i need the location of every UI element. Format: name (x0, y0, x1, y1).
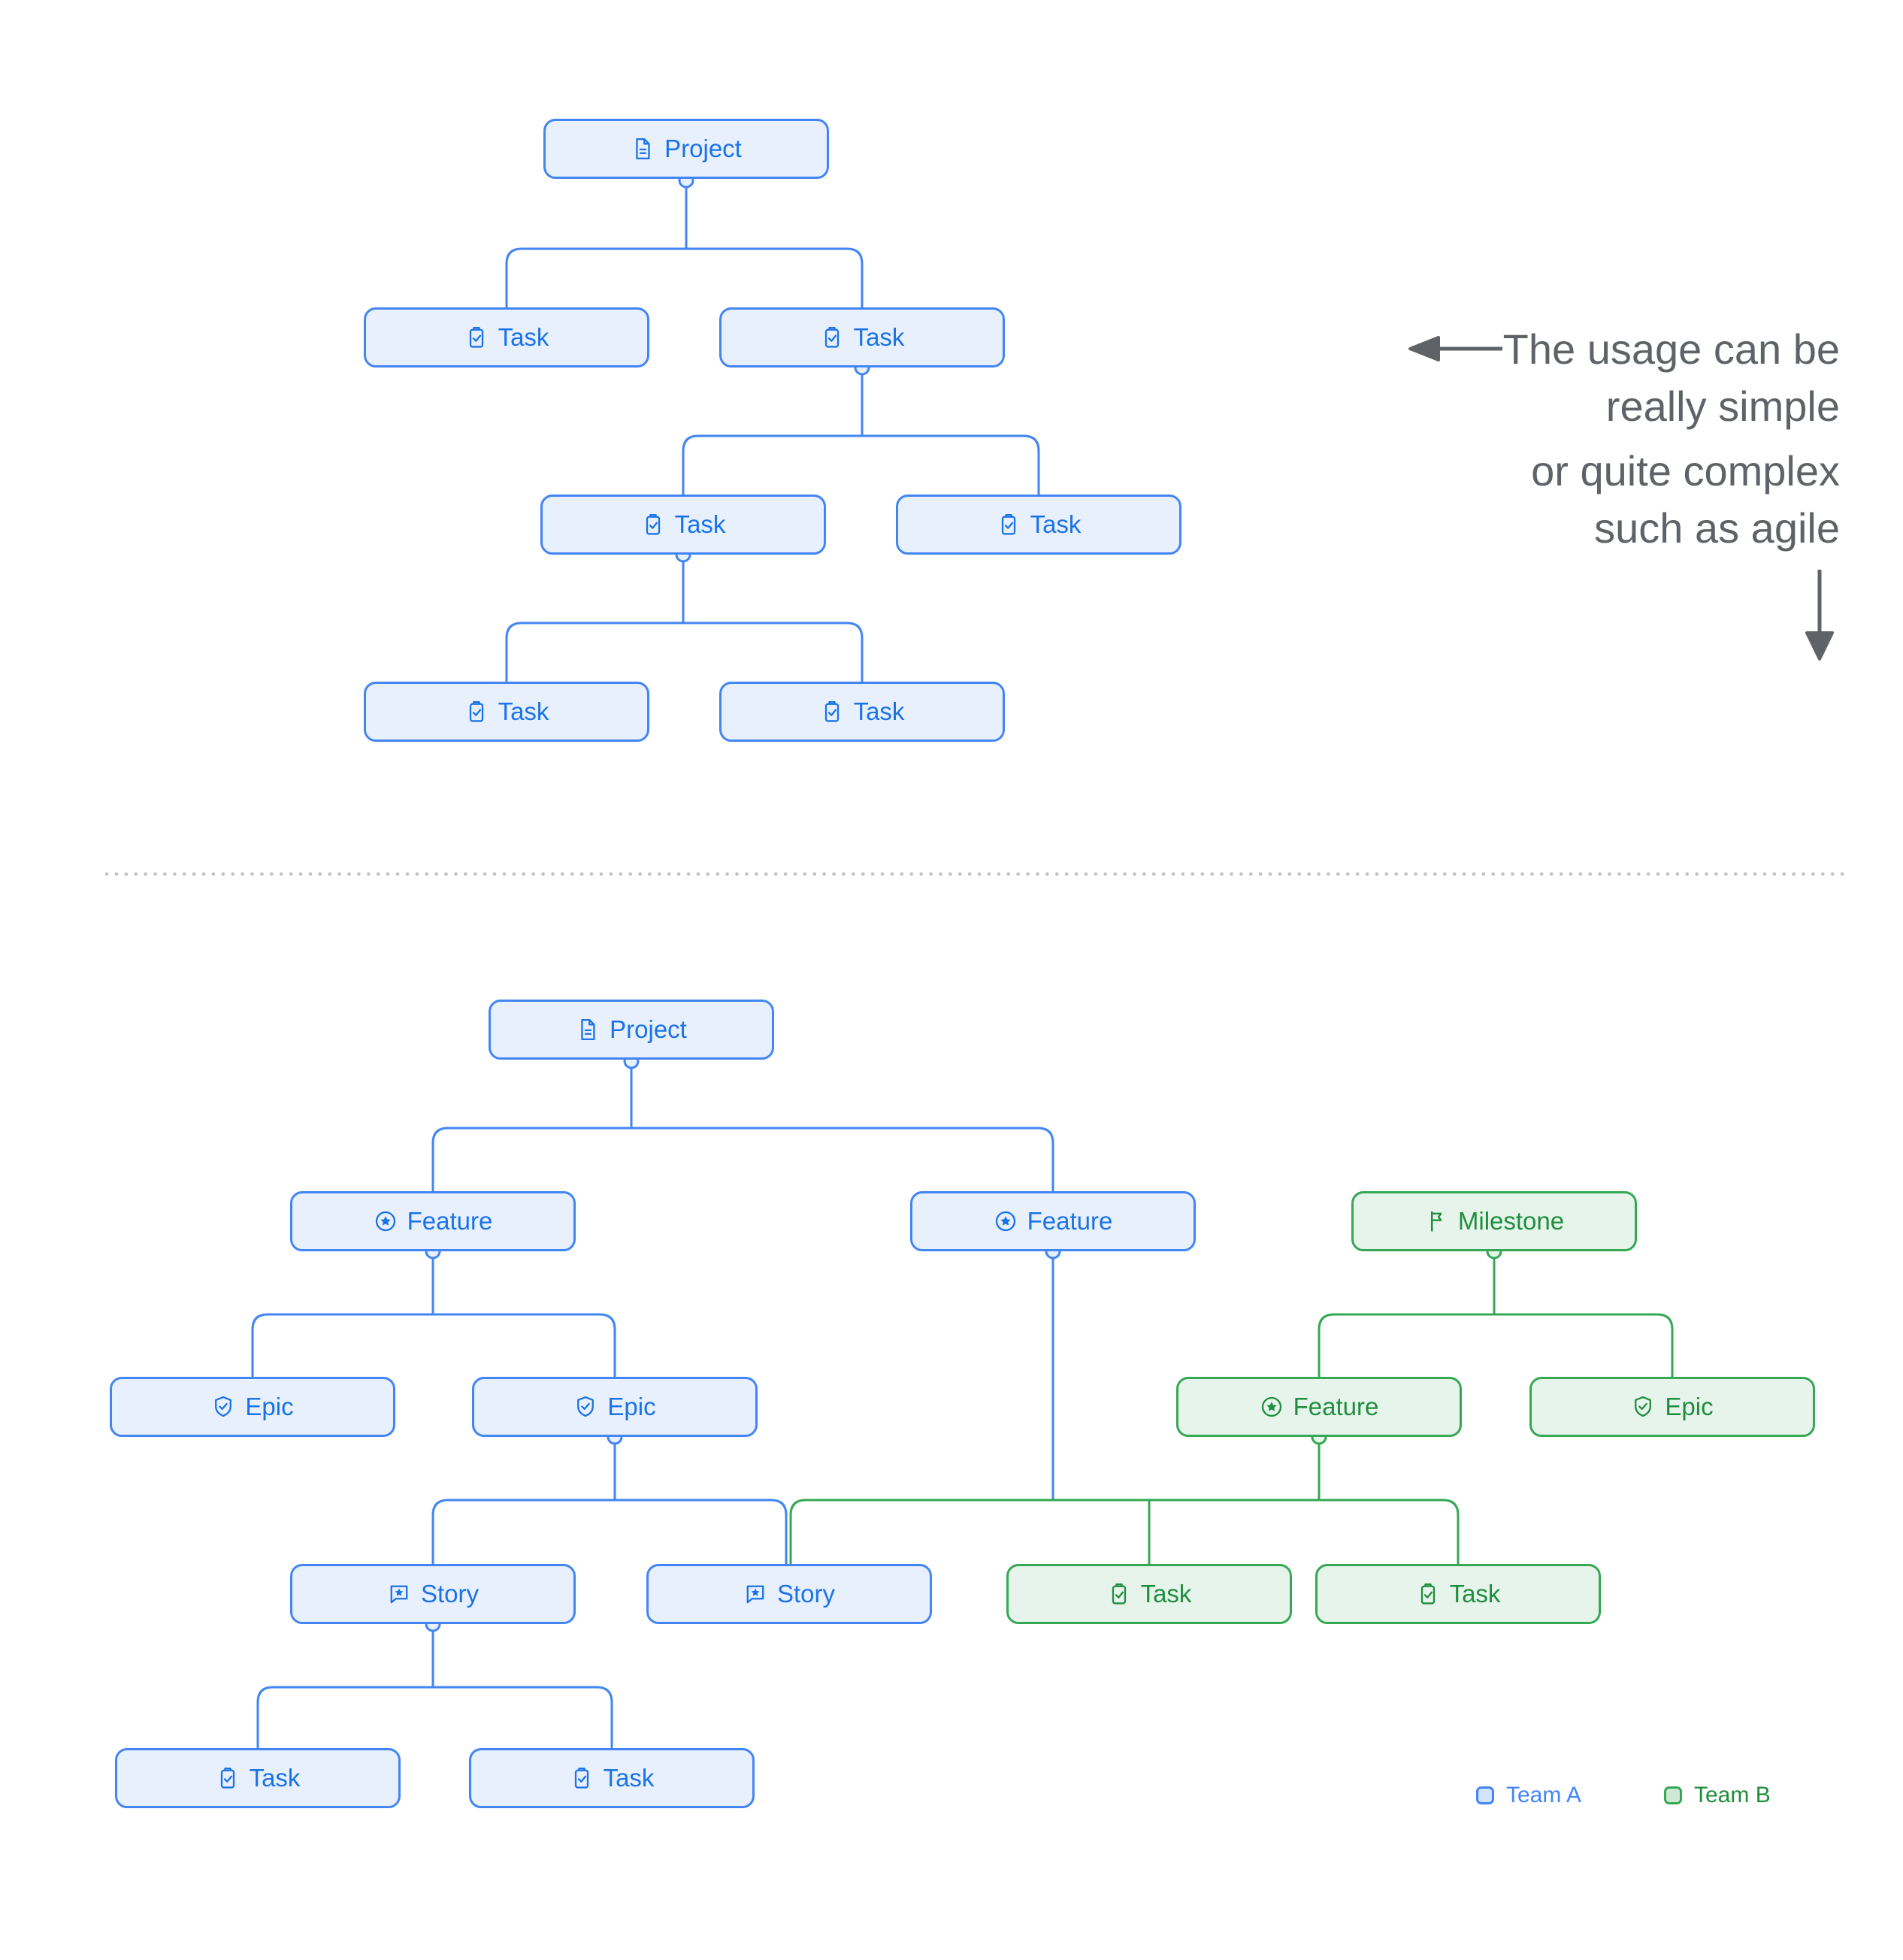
connector (431, 1499, 788, 1564)
node-label: Task (853, 697, 905, 725)
node-epic[interactable]: Epic (472, 1377, 758, 1437)
task-icon (1107, 1582, 1131, 1606)
task-icon (997, 513, 1021, 537)
node-task[interactable]: Task (540, 495, 826, 555)
note-simple: The usage can be really simple (1503, 321, 1840, 435)
task-icon (570, 1766, 594, 1790)
node-label: Task (498, 697, 549, 725)
node-task[interactable]: Task (1006, 1564, 1292, 1624)
team-a-swatch (1476, 1786, 1494, 1804)
connector (682, 434, 1040, 495)
note-line: The usage can be (1502, 325, 1840, 373)
story-bubble-icon (387, 1582, 411, 1606)
epic-shield-icon (1631, 1395, 1655, 1419)
epic-shield-icon (573, 1395, 598, 1419)
task-icon (464, 700, 489, 724)
task-icon (464, 325, 489, 349)
story-bubble-icon (743, 1582, 767, 1606)
feature-icon (1260, 1395, 1284, 1419)
node-project[interactable]: Project (489, 1000, 774, 1060)
node-label: Task (853, 323, 905, 351)
document-icon (631, 137, 655, 161)
node-task[interactable]: Task (364, 682, 649, 742)
node-epic[interactable]: Epic (110, 1377, 395, 1437)
node-task[interactable]: Task (364, 307, 649, 368)
legend-label: Team B (1694, 1783, 1771, 1807)
annotation-notes: The usage can be really simple or quite … (1503, 321, 1840, 557)
down-arrow-icon (1805, 570, 1834, 661)
note-line: really simple (1605, 383, 1840, 430)
node-task[interactable]: Task (469, 1748, 755, 1808)
node-label: Task (674, 510, 726, 538)
node-label: Milestone (1457, 1207, 1565, 1235)
node-label: Task (498, 323, 549, 351)
connector (789, 1499, 1460, 1564)
node-label: Story (420, 1580, 480, 1608)
node-label: Task (1449, 1580, 1501, 1608)
epic-shield-icon (211, 1395, 235, 1419)
team-a-connectors (251, 186, 1054, 1748)
node-feature[interactable]: Feature (910, 1191, 1196, 1251)
note-line: such as agile (1594, 504, 1840, 552)
connector (256, 1686, 613, 1748)
node-task[interactable]: Task (115, 1748, 401, 1808)
legend-team-b: Team B (1664, 1783, 1771, 1808)
task-icon (820, 325, 844, 349)
task-icon (216, 1766, 240, 1790)
connector (505, 247, 864, 307)
connector (505, 622, 864, 682)
node-task[interactable]: Task (719, 307, 1005, 368)
left-arrow-icon (1408, 336, 1502, 361)
node-label: Epic (607, 1393, 656, 1420)
legend-label: Team A (1506, 1783, 1582, 1807)
node-story[interactable]: Story (290, 1564, 576, 1624)
node-story[interactable]: Story (646, 1564, 932, 1624)
node-task[interactable]: Task (719, 682, 1005, 742)
node-label: Epic (245, 1393, 294, 1420)
feature-icon (994, 1209, 1018, 1233)
document-icon (576, 1018, 600, 1042)
feature-icon (374, 1209, 398, 1233)
legend-team-a: Team A (1476, 1783, 1581, 1808)
node-label: Task (1030, 510, 1082, 538)
milestone-flag-icon (1424, 1209, 1448, 1233)
node-task[interactable]: Task (896, 495, 1181, 555)
node-feature[interactable]: Feature (290, 1191, 576, 1251)
connector (431, 1127, 1054, 1191)
node-label: Epic (1665, 1393, 1714, 1420)
team-b-swatch (1664, 1786, 1682, 1804)
node-label: Task (249, 1764, 301, 1792)
node-milestone[interactable]: Milestone (1351, 1191, 1637, 1251)
team-b-connectors (789, 1257, 1674, 1564)
note-complex: or quite complex such as agile (1503, 443, 1840, 557)
node-task[interactable]: Task (1315, 1564, 1601, 1624)
task-icon (641, 513, 665, 537)
node-epic[interactable]: Epic (1529, 1377, 1815, 1437)
node-label: Task (1140, 1580, 1192, 1608)
node-label: Project (664, 135, 742, 162)
connector (251, 1313, 616, 1377)
node-label: Project (610, 1015, 687, 1043)
node-project[interactable]: Project (543, 119, 829, 179)
node-label: Feature (1293, 1393, 1379, 1420)
node-label: Feature (407, 1207, 493, 1235)
task-icon (1416, 1582, 1440, 1606)
task-icon (820, 700, 844, 724)
node-label: Feature (1027, 1207, 1113, 1235)
node-label: Story (776, 1580, 836, 1608)
connector (1318, 1313, 1674, 1377)
note-line: or quite complex (1531, 447, 1840, 495)
node-label: Task (603, 1764, 655, 1792)
node-feature[interactable]: Feature (1176, 1377, 1462, 1437)
